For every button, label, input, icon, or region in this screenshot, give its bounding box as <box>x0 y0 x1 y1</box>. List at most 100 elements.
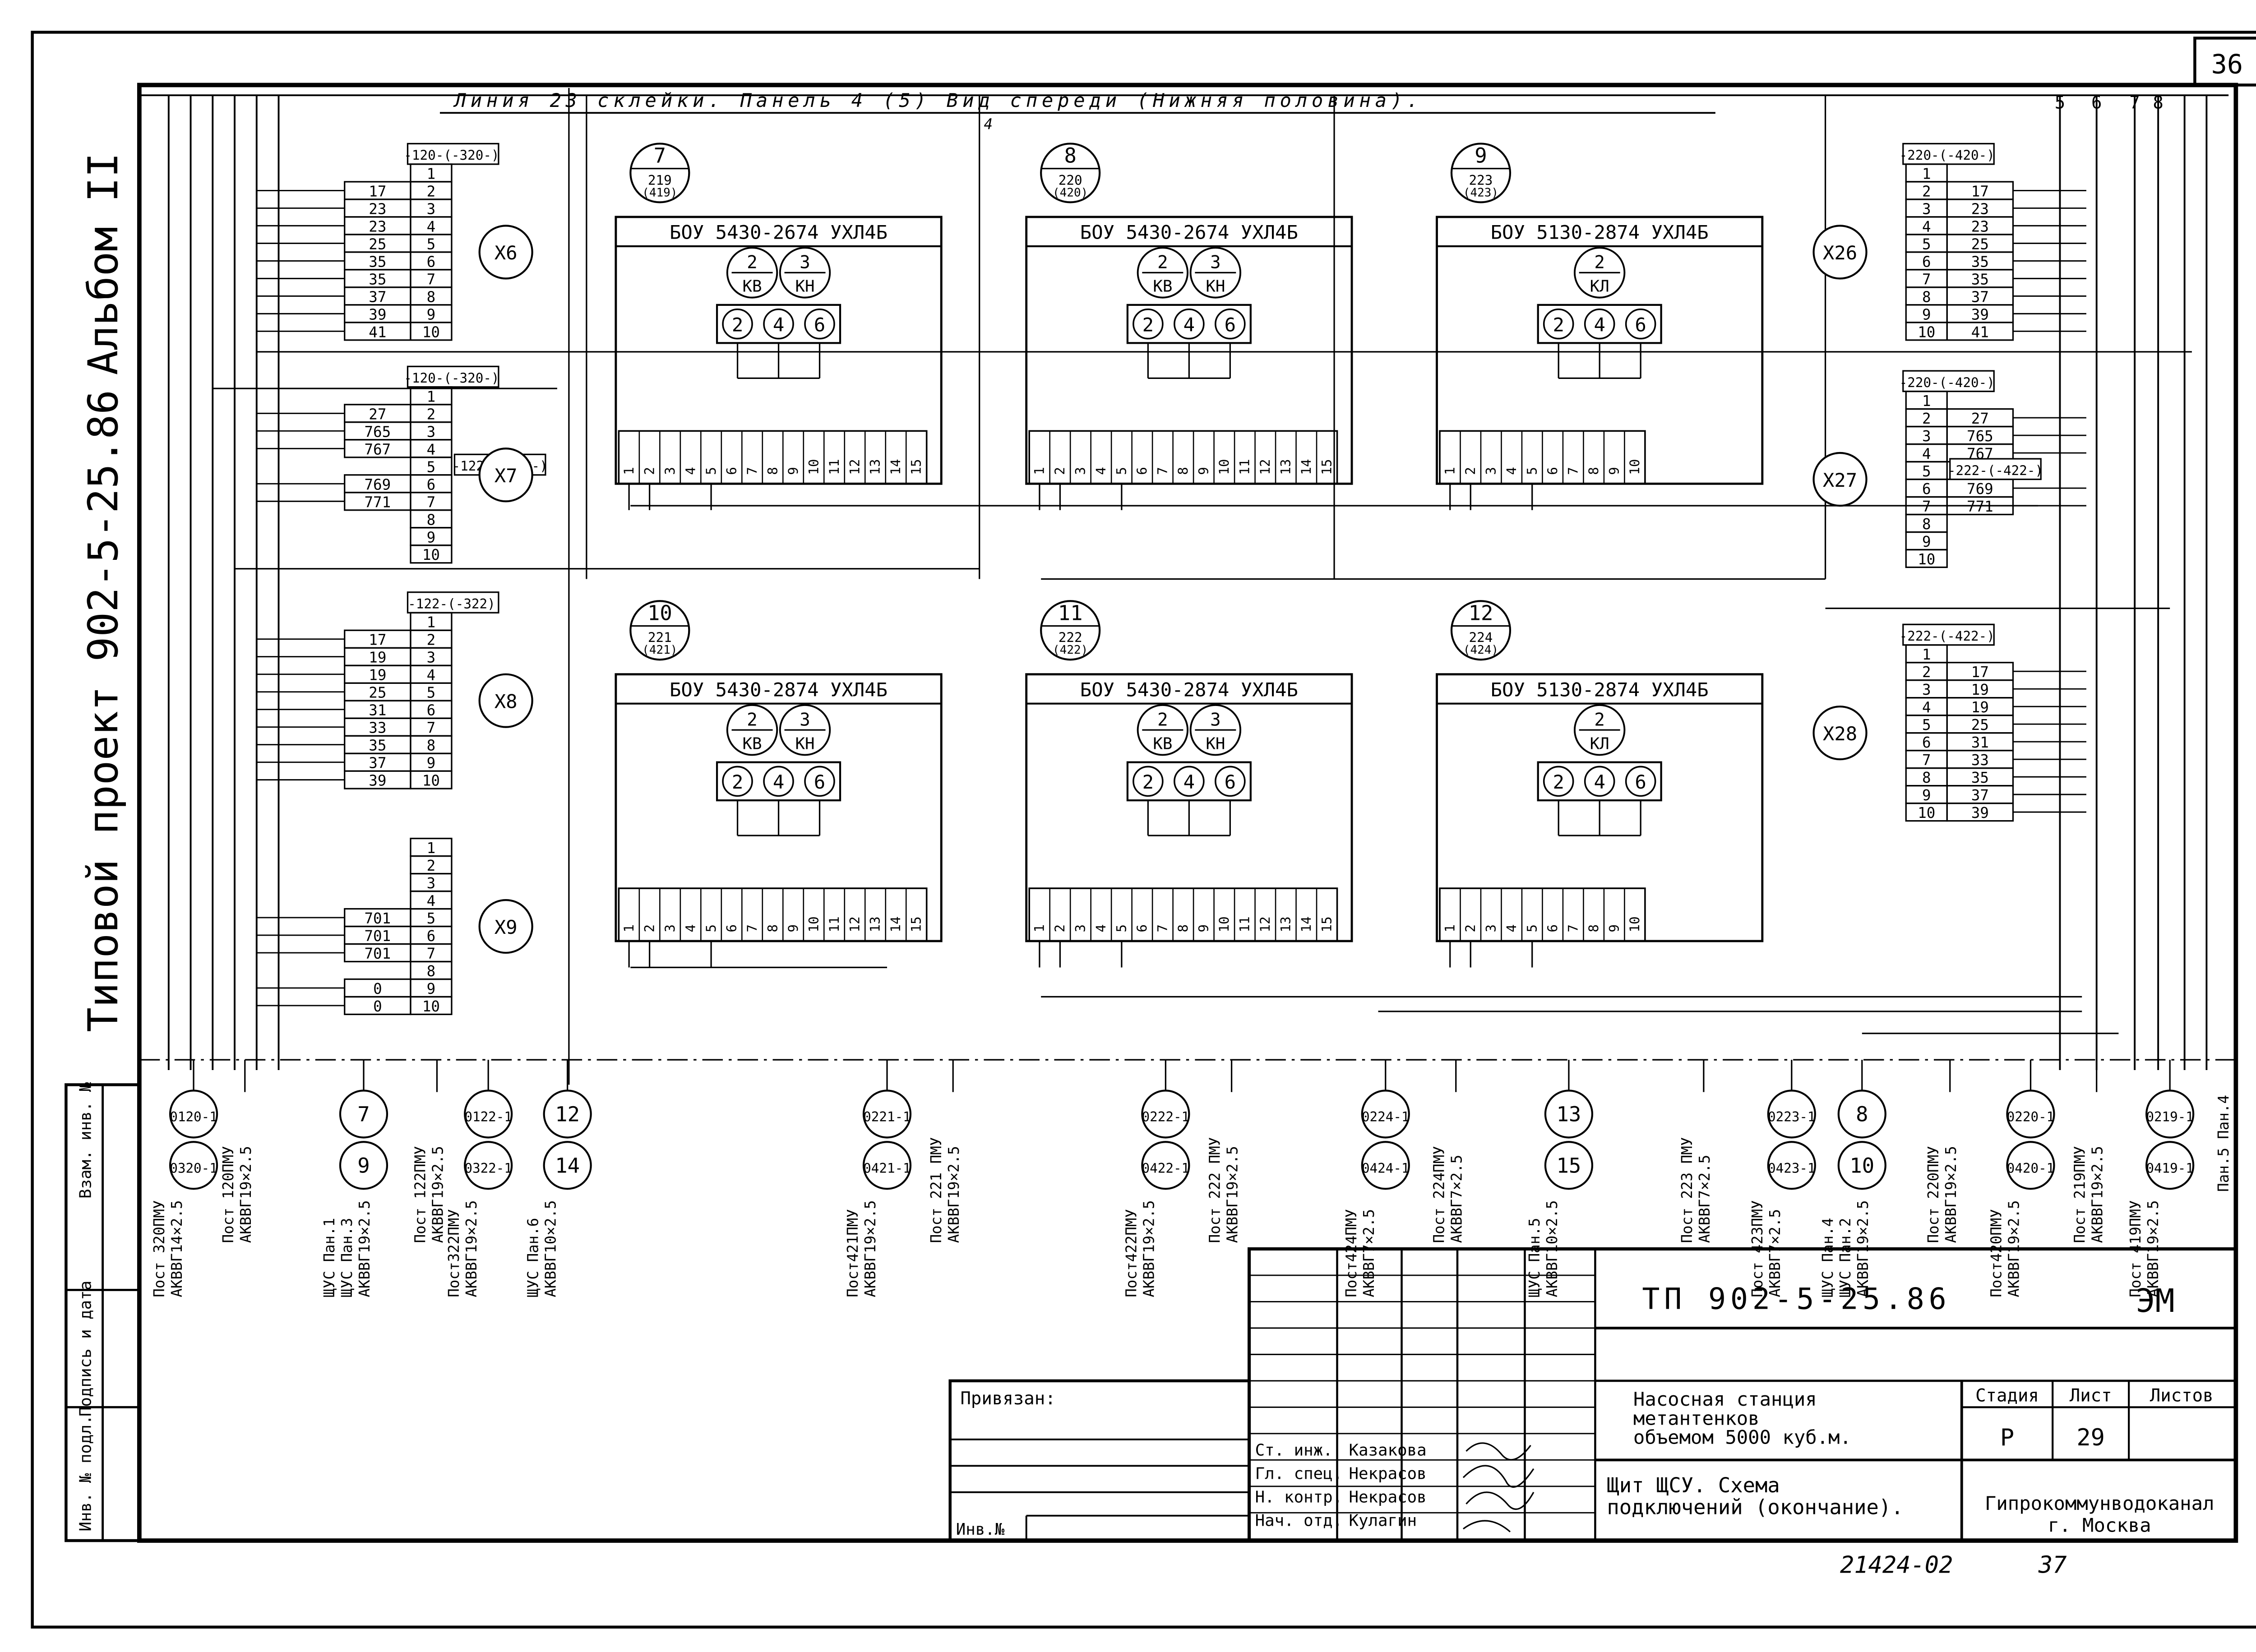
terminal-label: 11 <box>1237 916 1253 932</box>
terminal-number: 6 <box>1922 734 1931 751</box>
terminal-number: 5 <box>427 235 436 253</box>
cable-top-marker <box>543 1089 592 1139</box>
wire-number: 765 <box>1967 428 1993 445</box>
relay-button-label: КЛ <box>1590 277 1609 296</box>
terminal-number: 5 <box>1922 463 1931 480</box>
cable-label: АКВВГ7×2.5 <box>1360 1209 1378 1297</box>
wire-number: 701 <box>365 910 391 927</box>
cable-top-id: 0122-1 <box>464 1109 512 1125</box>
terminal-label: 2 <box>1463 467 1478 475</box>
terminal-label: 10 <box>806 916 821 932</box>
contact-number: 4 <box>1594 314 1605 336</box>
wire-number: 771 <box>1967 498 1993 515</box>
terminal-cell <box>410 545 453 564</box>
cable-label: ЩУС Пан.4 <box>1819 1218 1836 1297</box>
terminal-label: 7 <box>744 467 760 475</box>
terminal-number: 9 <box>427 306 436 323</box>
cable-label: АКВВГ19×2.5 <box>356 1200 373 1297</box>
relay-button-label: КН <box>795 734 815 753</box>
terminal-number: 6 <box>1922 480 1931 498</box>
contact-number: 6 <box>1225 314 1236 336</box>
terminal-number: 9 <box>427 980 436 997</box>
relay-button-frame <box>779 247 831 299</box>
cable-label: АКВВГ19×2.5 <box>2089 1146 2106 1243</box>
relay-button-frame <box>1189 247 1242 299</box>
relay-title: БОУ 5430-2674 УХЛ4Б <box>1080 221 1298 244</box>
terminal-number: 8 <box>1922 516 1931 533</box>
terminal-label: 1 <box>621 467 637 475</box>
terminal-label: 5 <box>703 924 719 932</box>
terminal-number: 5 <box>427 458 436 475</box>
terminal-number: 3 <box>427 200 436 217</box>
cable-top-marker <box>862 1089 912 1139</box>
terminal-label: 14 <box>1299 459 1314 475</box>
cable-bottom-marker <box>1837 1141 1886 1190</box>
relay-button-frame <box>779 704 831 756</box>
terminal-label: 7 <box>1155 467 1170 475</box>
cable-bottom-marker <box>1141 1141 1190 1190</box>
terminal-number: 3 <box>1922 681 1931 698</box>
stamp-label: Подпись и дата <box>77 1281 95 1417</box>
cable-bottom-id: 15 <box>1557 1154 1581 1177</box>
relay-button-frame <box>1137 704 1189 756</box>
block-id: X27 <box>1823 469 1857 491</box>
relay-id-code: 221 <box>648 630 672 645</box>
cable-label: АКВВГ19×2.5 <box>1942 1146 1960 1243</box>
contact-number: 4 <box>1594 771 1605 793</box>
wire-number: 27 <box>1971 410 1989 427</box>
relay-button-label: КВ <box>1153 734 1172 753</box>
cable-label: Пост 220ПМУ <box>1925 1146 1942 1243</box>
list-value: 29 <box>2076 1424 2105 1451</box>
terminal-number: 1 <box>427 840 436 857</box>
cable-top-marker <box>339 1089 388 1139</box>
cable-bottom-id: 9 <box>357 1154 370 1177</box>
cable-top-id: 0219-1 <box>2146 1109 2194 1125</box>
terminal-label: 15 <box>909 916 924 932</box>
terminal-number: 8 <box>427 511 436 528</box>
block-header: -222-(-422-) <box>1948 463 2043 478</box>
cable-bottom-marker <box>1361 1141 1410 1190</box>
wire-number: 767 <box>365 441 391 458</box>
cable-bottom-marker <box>169 1141 218 1190</box>
terminal-number: 7 <box>1922 498 1931 515</box>
contact-circle <box>1174 308 1205 340</box>
relay-id-number: 7 <box>654 144 666 168</box>
lists-header: Листов <box>2150 1385 2214 1406</box>
terminal-number: 1 <box>427 614 436 631</box>
relay-button-number: 2 <box>1594 253 1604 273</box>
cable-bottom-marker <box>2006 1141 2055 1190</box>
terminal-label: 4 <box>683 924 698 932</box>
contact-number: 2 <box>1553 314 1564 336</box>
relay-id-number: 9 <box>1475 144 1487 168</box>
person-role: Ст. инж. <box>1255 1441 1333 1460</box>
terminal-number: 10 <box>422 546 440 563</box>
block-id: X7 <box>495 465 518 487</box>
terminal-number: 10 <box>1918 804 1935 821</box>
terminal-number: 6 <box>427 928 436 945</box>
header-title: Линия 23 склейки. Панель 4 (5) Вид спере… <box>453 89 1423 111</box>
terminal-label: 10 <box>806 459 821 475</box>
cable-bottom-id: 0320-1 <box>170 1160 217 1176</box>
inv-label: Инв.№ <box>956 1520 1005 1539</box>
wire-number: 27 <box>369 406 386 423</box>
cable-label: АКВВГ19×2.5 <box>463 1200 480 1297</box>
terminal-label: 15 <box>1319 459 1335 475</box>
terminal-label: 5 <box>1114 924 1129 932</box>
terminal-number: 3 <box>427 875 436 892</box>
terminal-label: 11 <box>827 916 842 932</box>
wire-number: 769 <box>365 476 391 493</box>
terminal-number: 1 <box>427 165 436 182</box>
terminal-number: 5 <box>1922 235 1931 253</box>
relay-id-alt: (422) <box>1053 643 1088 657</box>
person-name: Кулагин <box>1349 1512 1417 1530</box>
terminal-label: 9 <box>1606 467 1622 475</box>
terminal-label: 6 <box>724 467 739 475</box>
wire-number: 23 <box>369 200 386 217</box>
contact-circle <box>1174 766 1205 797</box>
terminal-label: 8 <box>1175 924 1191 932</box>
